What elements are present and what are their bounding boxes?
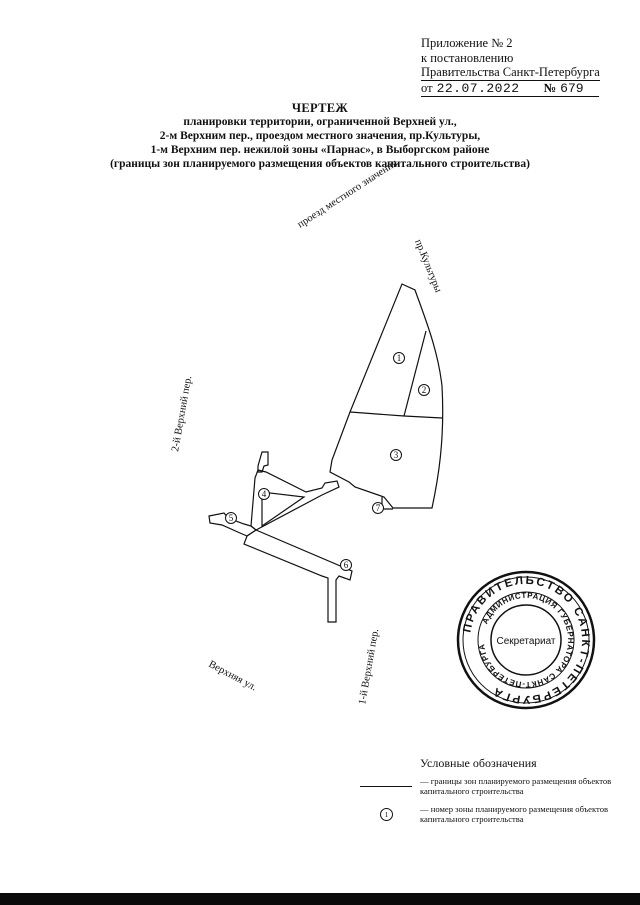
title-main: ЧЕРТЕЖ [291,101,349,115]
official-seal-stamp: ПРАВИТЕЛЬСТВО САНКТ-ПЕТЕРБУРГА АДМИНИСТР… [456,570,596,710]
legend-boundary-symbol [360,786,412,787]
svg-text:1: 1 [397,353,402,363]
appendix-header: Приложение № 2 к постановлению Правитель… [421,36,626,97]
street-label-verkhnyaya: Верхняя ул. [207,659,259,693]
main-block-outline [329,283,444,509]
corridor-north-spur [257,451,269,473]
legend-boundary-text: — границы зон планируемого размещения об… [420,776,612,796]
zone-2-marker: 2 [418,384,430,396]
zone-4-marker: 4 [258,488,270,500]
title-line-1: планировки территории, ограниченной Верх… [183,116,457,128]
zone-7-marker: 7 [372,502,384,514]
title-line-4: (границы зон планируемого размещения объ… [110,158,530,170]
street-label-verkhniy-2: 2-й Верхний пер. [170,375,194,453]
title-line-2: 2-м Верхним пер., проездом местного знач… [159,130,481,142]
drawing-title: ЧЕРТЕЖ планировки территории, ограниченн… [0,101,640,171]
date-prefix: от [421,80,433,95]
zone-boundary-1-2 [403,330,427,417]
title-line-3: 1-м Верхним пер. нежилой зоны «Парнас», … [150,144,490,156]
svg-text:3: 3 [394,450,399,460]
corridor-zone-4-inner [261,491,306,528]
zone-markers: 1 2 3 4 5 6 7 [225,352,430,571]
resolution-date: 22.07.2022 [436,80,520,96]
svg-text:5: 5 [229,513,234,523]
resolution-number: 679 [560,80,584,96]
stamp-center-text: Секретариат [496,636,555,647]
svg-text:7: 7 [376,503,381,513]
appendix-line-3: Правительства Санкт-Петербурга [421,65,600,81]
legend-title: Условные обозначения [420,756,537,770]
zone-boundary-1-3 [349,411,405,417]
zone-corridors [208,451,353,623]
legend-zone-symbol: 1 [380,808,393,821]
street-label-kultury: пр.Культуры [412,238,443,294]
appendix-date-row: от 22.07.2022 № 679 [421,80,599,97]
street-label-proezd: проезд местного значения [296,158,400,231]
corridor-zone-4-triangle [250,469,340,531]
legend-zone-text: — номер зоны планируемого размещения объ… [420,804,609,824]
corridor-south-road [243,529,353,623]
zone-1-marker: 1 [393,352,405,364]
svg-text:2: 2 [422,385,427,395]
zone-3-marker: 3 [390,449,402,461]
zone-6-marker: 6 [340,559,352,571]
zone-block-main [329,283,444,510]
street-label-verkhniy-1: 1-й Верхний пер. [357,628,381,706]
zone-5-marker: 5 [225,512,237,524]
appendix-line-2: к постановлению [421,50,514,65]
zone-boundary-2-3 [403,415,443,419]
svg-text:6: 6 [344,560,349,570]
page-bottom-bar [0,893,640,905]
appendix-line-1: Приложение № 2 [421,36,513,50]
number-label: № [543,80,557,95]
svg-text:4: 4 [262,489,267,499]
